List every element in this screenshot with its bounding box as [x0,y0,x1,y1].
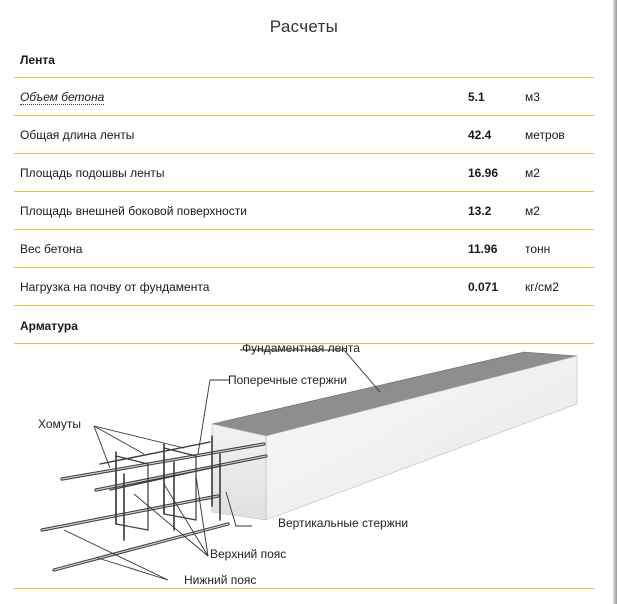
result-label: Вес бетона [20,241,83,256]
result-value: 11.96 [468,241,498,256]
result-value: 13.2 [468,203,492,218]
result-value: 42.4 [468,127,492,142]
label-cross-bars: Поперечные стержни [228,373,347,387]
result-label: Площадь подошвы ленты [20,165,165,180]
result-value: 5.1 [468,89,485,104]
result-unit: м3 [525,89,540,104]
concrete-volume-label[interactable]: Объем бетона [20,89,105,105]
result-unit: м2 [525,203,540,218]
result-value: 0.071 [468,279,499,294]
rebar-diagram: Фундаментная лента Поперечные стержни Хо… [14,341,594,589]
result-label: Площадь внешней боковой поверхности [20,203,247,218]
result-row: Площадь подошвы ленты 16.96 м2 [14,154,594,192]
label-foundation-strip: Фундаментная лента [242,344,360,355]
result-unit: тонн [525,241,551,256]
label-stirrups: Хомуты [38,417,81,431]
result-label: Общая длина ленты [20,127,135,142]
calculations-panel: Расчеты Лента Объем бетона 5.1 м3 Общая … [14,0,594,589]
label-vertical-bars: Вертикальные стержни [278,516,408,530]
result-row: Объем бетона 5.1 м3 [14,78,594,116]
result-row: Нагрузка на почву от фундамента 0.071 кг… [14,268,594,306]
result-row: Площадь внешней боковой поверхности 13.2… [14,192,594,230]
label-top-belt: Верхний пояс [210,547,286,561]
window-frame-edge [613,0,617,604]
result-unit: кг/см2 [525,279,559,294]
result-unit: м2 [525,165,540,180]
result-unit: метров [525,127,565,142]
rebar-cage [40,435,268,572]
result-row: Вес бетона 11.96 тонн [14,230,594,268]
concrete-strip [211,351,578,521]
result-label: Нагрузка на почву от фундамента [20,279,210,294]
callout-lines [63,349,381,581]
result-row: Общая длина ленты 42.4 метров [14,116,594,154]
section-heading-strip: Лента [14,40,594,78]
label-bottom-belt: Нижний пояс [184,573,256,587]
result-value: 16.96 [468,165,499,180]
section-heading-rebar: Арматура [14,306,594,344]
foundation-rebar-illustration: Фундаментная лента Поперечные стержни Хо… [38,341,578,587]
page-title: Расчеты [269,17,339,36]
